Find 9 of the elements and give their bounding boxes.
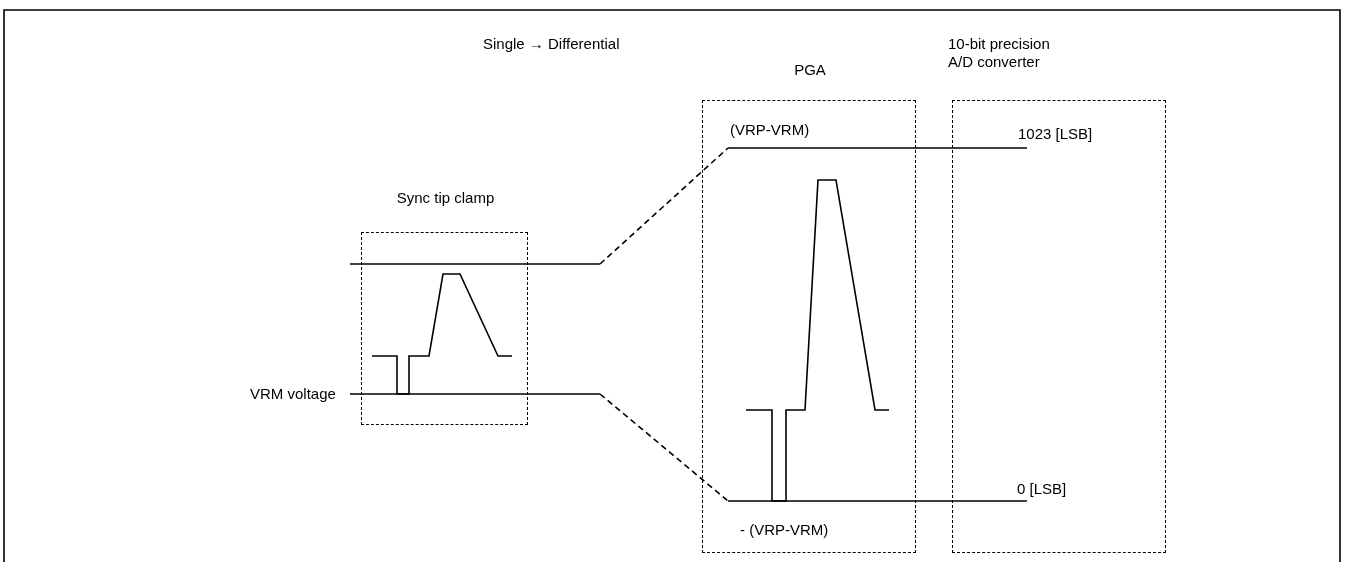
level-label: (VRP-VRM): [730, 121, 810, 139]
transition-label: Single → Differential: [483, 35, 620, 53]
level-label: - (VRP-VRM): [740, 521, 829, 539]
level-label: VRM voltage: [250, 385, 336, 403]
block-heading: 10-bit precision A/D converter: [948, 35, 1051, 71]
level-label: 1023 [LSB]: [1018, 125, 1093, 143]
block-heading: PGA: [793, 61, 827, 79]
level-label: 0 [LSB]: [1017, 480, 1067, 498]
block-heading: Sync tip clamp: [395, 189, 496, 207]
